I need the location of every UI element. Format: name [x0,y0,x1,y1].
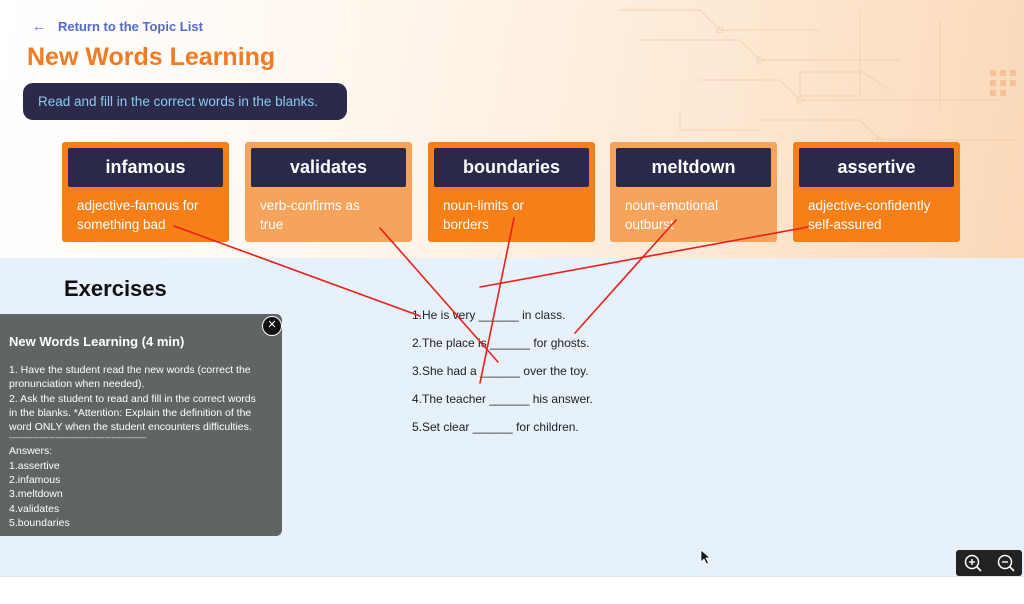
guide-line: 1.assertive [9,459,60,472]
card-definition: verb-confirms as true [245,187,412,234]
close-icon[interactable]: ✕ [262,316,282,336]
guide-line: in the blanks. *Attention: Explain the d… [9,406,252,419]
word-card-assertive: assertive adjective-confidently self-ass… [793,142,960,242]
word-card-infamous: infamous adjective-famous for something … [62,142,229,242]
back-link-label: Return to the Topic List [58,18,203,34]
mouse-cursor-icon [700,549,712,565]
exercises-title: Exercises [64,276,167,301]
definition-line: something bad [77,217,166,232]
card-definition: adjective-famous for something bad [62,187,229,234]
guide-line: 4.validates [9,502,60,515]
guide-line: word ONLY when the student encounters di… [9,421,252,434]
definition-line: verb-confirms as [260,198,360,213]
card-word: boundaries [434,148,589,187]
page-title: New Words Learning [27,43,276,71]
arrow-left-icon: ← [32,18,46,34]
definition-line: noun-emotional [625,198,719,213]
guide-line: 2. Ask the student to read and fill in t… [9,392,256,405]
card-word: validates [251,148,406,187]
instruction-text: Read and fill in the correct words in th… [38,94,318,109]
word-card-boundaries: boundaries noun-limits or borders [428,142,595,242]
definition-line: true [260,217,284,232]
guide-line: 3.meltdown [9,488,63,501]
word-card-validates: validates verb-confirms as true [245,142,412,242]
guide-line: 5.boundaries [9,516,70,529]
return-to-topic-list-link[interactable]: ← Return to the Topic List [32,18,203,34]
instruction-banner: Read and fill in the correct words in th… [23,83,347,120]
card-word: meltdown [616,148,771,187]
definition-line: borders [443,217,489,232]
exercise-sentence-4: 4.The teacher ______ his answer. [412,392,593,406]
exercise-sentence-5: 5.Set clear ______ for children. [412,420,579,434]
definition-line: adjective-famous for [77,198,199,213]
definition-line: self-assured [808,217,882,232]
guide-divider: ----------------------------------------… [9,435,147,443]
teacher-guide-panel: ✕ New Words Learning (4 min) 1. Have the… [0,314,282,536]
card-definition: noun-limits or borders [428,187,595,234]
zoom-controls [956,550,1022,576]
guide-line: pronunciation when needed). [9,378,145,391]
definition-line: outburst [625,217,674,232]
exercise-sentence-3: 3.She had a ______ over the toy. [412,364,589,378]
card-word: infamous [68,148,223,187]
exercise-sentence-1: 1.He is very ______ in class. [412,308,566,322]
guide-title: New Words Learning (4 min) [9,334,185,349]
zoom-in-icon[interactable] [961,552,985,574]
guide-line: 2.infamous [9,474,61,487]
guide-line: 1. Have the student read the new words (… [9,364,251,376]
word-card-meltdown: meltdown noun-emotional outburst [610,142,777,242]
exercise-sentence-2: 2.The place is ______ for ghosts. [412,336,590,350]
card-word: assertive [799,148,954,187]
guide-line: Answers: [9,445,53,458]
card-definition: noun-emotional outburst [610,187,777,234]
footer-strip [0,576,1024,604]
zoom-out-icon[interactable] [994,552,1018,574]
definition-line: noun-limits or [443,198,525,213]
card-definition: adjective-confidently self-assured [793,187,960,234]
definition-line: adjective-confidently [808,198,931,213]
